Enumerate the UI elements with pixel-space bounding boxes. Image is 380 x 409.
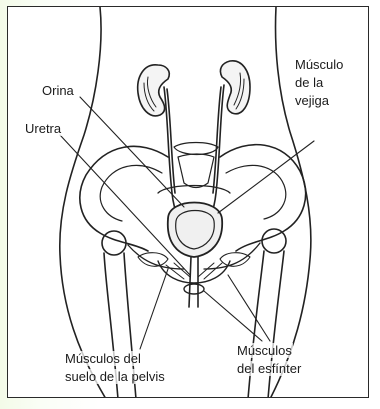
- label-esfinter-2: del esfínter: [236, 361, 302, 376]
- label-musculo-vejiga-1: Músculo: [294, 57, 344, 72]
- pelvic-floor-fibers: [166, 263, 222, 279]
- pelvic-brim: [158, 186, 230, 194]
- right-kidney: [220, 61, 250, 114]
- pointer-esfinter-b: [228, 275, 270, 341]
- right-femoral-head: [262, 229, 286, 253]
- sacrum: [178, 154, 214, 188]
- label-uretra: Uretra: [24, 121, 62, 136]
- obturator-right: [220, 253, 250, 267]
- torso-outline: [60, 7, 106, 398]
- left-femoral-head: [102, 231, 126, 255]
- lumbar-vertebra: [174, 143, 218, 155]
- pelvis-right-inner: [226, 165, 286, 219]
- pointer-suelo: [140, 269, 168, 349]
- label-suelo-pelvis-2: suelo de la pelvis: [64, 369, 166, 384]
- label-musculo-vejiga-2: de la: [294, 75, 324, 90]
- label-orina: Orina: [41, 83, 75, 98]
- sphincter: [184, 284, 204, 294]
- label-musculo-vejiga-3: vejiga: [294, 93, 330, 108]
- pointer-uretra: [60, 135, 190, 275]
- pointer-esfinter-a: [204, 291, 262, 341]
- pointer-vejiga: [218, 141, 314, 213]
- anatomy-panel: Orina Uretra Músculo de la vejiga Múscul…: [7, 6, 369, 398]
- label-esfinter-1: Músculos: [236, 343, 293, 358]
- label-suelo-pelvis-1: Músculos del: [64, 351, 142, 366]
- urethra: [189, 257, 198, 307]
- pelvic-floor: [158, 261, 230, 283]
